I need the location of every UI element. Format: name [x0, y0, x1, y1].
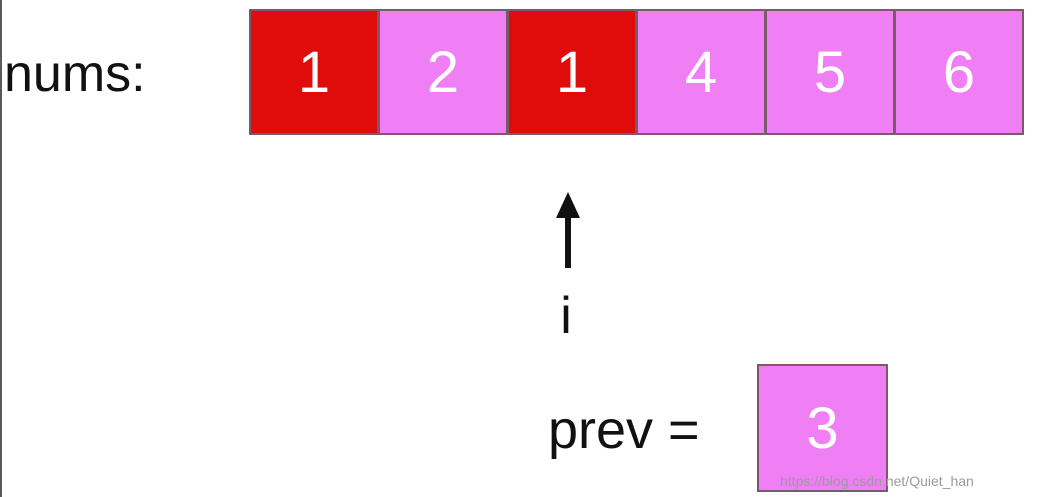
prev-value-cell: 3 [757, 364, 888, 492]
array-label: nums: [4, 45, 146, 103]
array-cell-5: 6 [894, 9, 1024, 135]
pointer-label: i [560, 287, 572, 345]
left-edge-line [0, 0, 2, 497]
array-cell-3: 4 [636, 9, 766, 135]
prev-label: prev = [548, 400, 700, 460]
array-cell-0: 1 [249, 9, 379, 135]
pointer-arrow-icon [556, 192, 580, 268]
array-cell-4: 5 [765, 9, 895, 135]
array-cell-2: 1 [507, 9, 637, 135]
watermark-text: https://blog.csdn.net/Quiet_han [780, 473, 974, 489]
array-cell-1: 2 [378, 9, 508, 135]
